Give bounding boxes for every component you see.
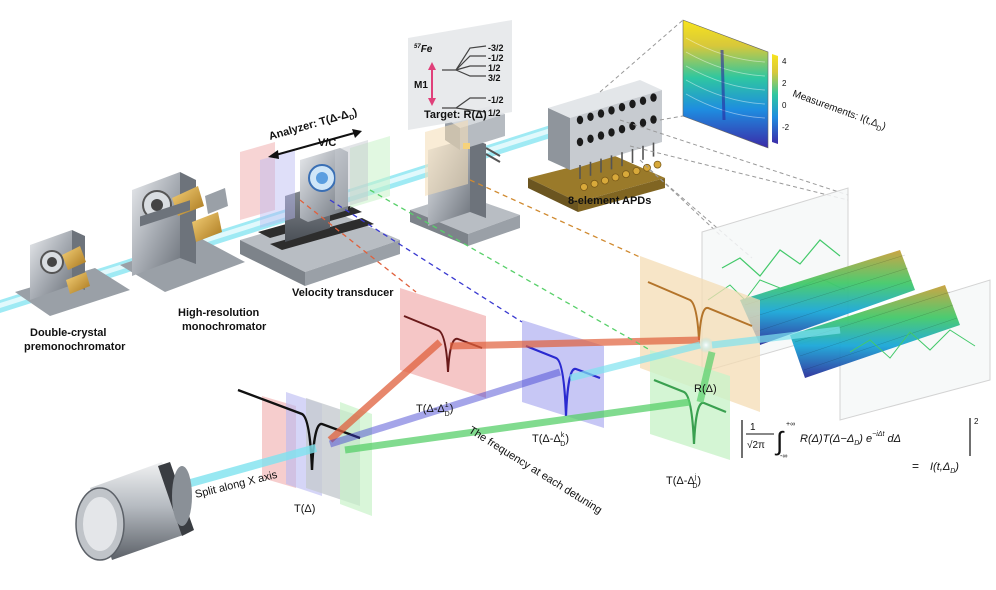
velocity-transducer-label: Velocity transducer <box>292 287 394 299</box>
analyzer-label: Analyzer: T(Δ-ΔD) <box>268 106 360 145</box>
apd-element <box>576 115 584 125</box>
apd-element <box>650 115 657 124</box>
apd-element <box>629 121 636 131</box>
upper-level-label: 1/2 <box>488 63 501 73</box>
m1-label: M1 <box>414 80 428 91</box>
x-ray-source <box>75 462 194 561</box>
vc-label: V/C <box>318 137 336 149</box>
apd-contact <box>643 163 651 172</box>
measurement-heatmap <box>682 19 778 149</box>
apd-element <box>587 134 594 143</box>
apd-contact <box>590 179 599 188</box>
level-diagram <box>408 20 512 130</box>
apd-element <box>629 99 636 109</box>
equation-rhs: = I(t,ΔD) <box>912 459 959 475</box>
highres-label-line2: monochromator <box>182 321 267 333</box>
premono-label-line2: premonochromator <box>24 341 126 353</box>
split-beams <box>178 326 841 490</box>
eq-frac-num: 1 <box>750 422 756 433</box>
upper-level-label: 3/2 <box>488 73 501 83</box>
apd-elements <box>576 93 662 191</box>
apd-element <box>587 112 594 122</box>
measurements-label: Measurements: I(t,ΔD) <box>790 88 887 134</box>
high-resolution-monochromator <box>120 172 245 292</box>
apd-contact <box>611 173 620 182</box>
colorbar-tick-label: 0 <box>782 101 787 110</box>
equation: 1 √2π ∫ +∞ -∞ R(Δ)T(Δ−ΔD) e−iΔt dΔ 2 <box>741 417 979 460</box>
colorbar-ticks: 4 2 0 -2 <box>782 57 790 132</box>
target-stage <box>410 106 520 246</box>
target-label: Target: R(Δ) <box>424 109 487 121</box>
colorbar-tick-label: 4 <box>782 57 787 66</box>
apd-element <box>597 131 605 140</box>
apd-element <box>650 93 657 102</box>
apd-element <box>576 137 584 147</box>
level-labels: -3/2-1/21/23/2-1/21/2 <box>488 43 504 118</box>
eq-integral: ∫ <box>774 426 785 456</box>
apd-element <box>597 109 605 118</box>
lower-level-label: -1/2 <box>488 95 504 105</box>
panel-split <box>237 388 372 516</box>
apd-element <box>608 128 615 137</box>
r-delta-label: R(Δ) <box>694 383 717 395</box>
isotope-label: 57Fe <box>414 44 433 55</box>
eq-frac-den: √2π <box>747 439 765 451</box>
guide-dashes <box>299 179 651 351</box>
apd-element <box>639 118 647 128</box>
eq-equals: = <box>912 459 919 473</box>
lower-level-label: 1/2 <box>488 108 501 118</box>
upper-level-label: -3/2 <box>488 43 504 53</box>
double-crystal-premonochromator <box>15 230 130 316</box>
eq-body: R(Δ)T(Δ−ΔD) e−iΔt dΔ <box>800 431 901 447</box>
apd-element <box>639 96 647 106</box>
text-labels: Double-crystal premonochromator High-res… <box>24 43 887 517</box>
vc-arrow <box>268 129 362 159</box>
apd-contact <box>580 183 588 191</box>
eq-rhs: I(t,ΔD) <box>930 461 959 475</box>
highres-label-line1: High-resolution <box>178 307 260 319</box>
panel-red <box>400 288 486 398</box>
apd-contact <box>622 170 630 179</box>
apd-contact <box>601 176 609 185</box>
upper-level-label: -1/2 <box>488 53 504 63</box>
eq-power: 2 <box>974 417 979 426</box>
apd-array <box>528 80 665 212</box>
colorbar-tick-label: -2 <box>782 123 790 132</box>
apds-label: 8-element APDs <box>568 195 651 207</box>
apd-element <box>618 103 626 112</box>
apd-contact <box>653 160 662 169</box>
eq-upper-limit: +∞ <box>786 421 795 428</box>
colorbar-tick-label: 2 <box>782 79 787 88</box>
t-delta-label: T(Δ) <box>294 503 315 515</box>
eq-lower-limit: -∞ <box>780 453 787 460</box>
apd-contact <box>632 167 641 175</box>
analyzer-panels <box>240 136 390 228</box>
apd-element <box>608 106 615 115</box>
premono-label-line1: Double-crystal <box>30 327 106 339</box>
apd-element <box>618 125 626 134</box>
